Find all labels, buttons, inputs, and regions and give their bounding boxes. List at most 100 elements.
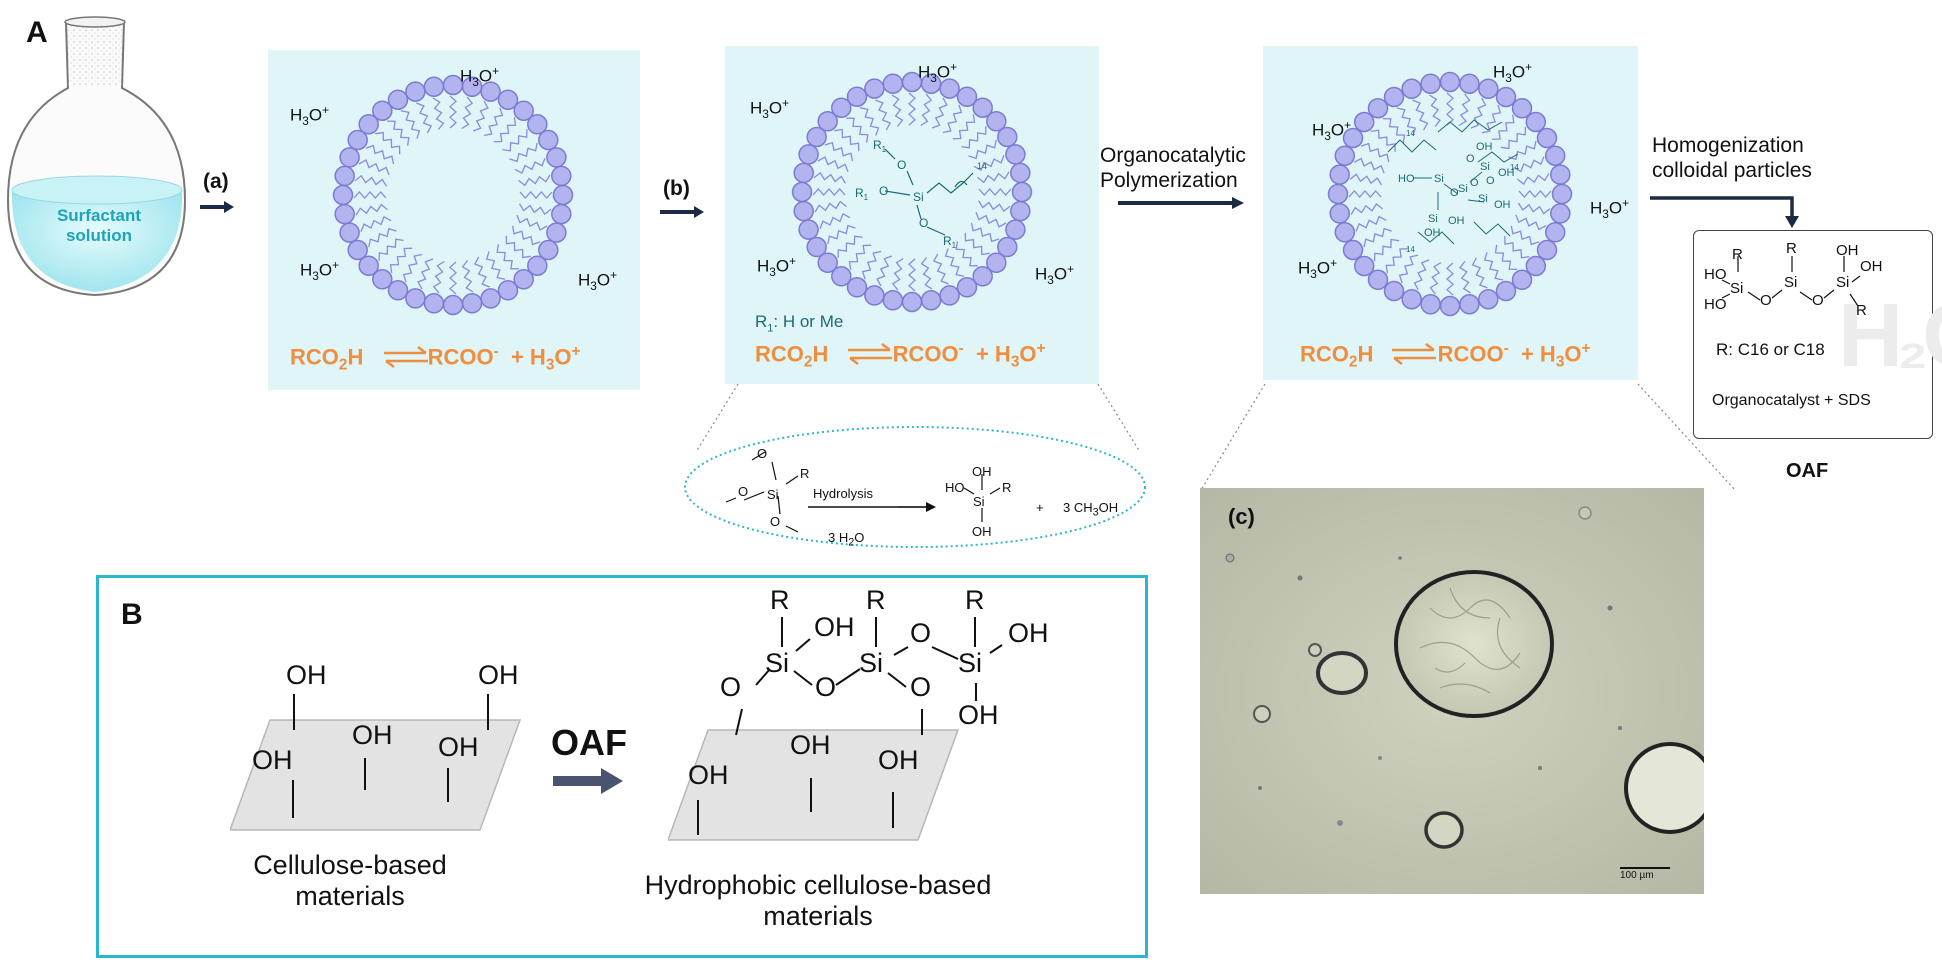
surfactant-head (1495, 86, 1517, 108)
cellulose-oh-3: OH (352, 720, 393, 750)
surfactant-tail (961, 126, 987, 149)
surfactant-tail (975, 211, 1007, 228)
surfactant-head (1536, 127, 1558, 149)
surfactant-head (332, 184, 354, 206)
surfactant-head (920, 290, 942, 311)
surfactant-head (497, 280, 519, 301)
svg-text:Si: Si (1428, 213, 1438, 225)
surfactant-tail (368, 227, 397, 248)
round-bottom-flask-icon (6, 16, 187, 297)
surfactant-tail (1350, 203, 1383, 215)
surfactant-head (334, 203, 355, 225)
hydrolysis-plus: + (1036, 500, 1044, 515)
svg-text:HO: HO (1398, 173, 1415, 185)
hydrolysis-ellipse (684, 426, 1146, 548)
siloxane-o-surface-1: O (720, 672, 742, 702)
surfactant-tail (400, 110, 421, 139)
oaf-o-2: O (1812, 292, 1824, 309)
hydrolysis-arrow-label: Hydrolysis (813, 486, 873, 501)
surfactant-tail (1446, 262, 1454, 296)
hydrolysis-o-bottom: O (770, 514, 781, 529)
surfactant-tail (817, 156, 849, 173)
surfactant-tail (518, 203, 552, 216)
surfactant-tail (1385, 248, 1408, 274)
surfactant-tail (461, 96, 474, 130)
surfactant-head (1478, 288, 1499, 310)
oaf-oh-1: OH (1836, 242, 1859, 259)
oaf-si-1: Si (1730, 280, 1744, 297)
ion-h3o-left: H3O+ (290, 103, 330, 129)
surfactant-head (513, 269, 534, 290)
surfactant-tail (1429, 94, 1441, 127)
surfactant-head (1478, 78, 1499, 100)
oaf-si-3: Si (1836, 274, 1850, 291)
surfactant-tail (1382, 117, 1406, 144)
hydrolysis-oh-top: OH (972, 464, 992, 479)
siloxane-oh-1: OH (814, 612, 855, 642)
surfactant-tail (978, 188, 1012, 196)
surfactant-tail (942, 104, 963, 134)
hydrolysis-ho: HO (945, 480, 965, 495)
surfactant-tail (1355, 215, 1387, 232)
oaf-r-3: R (1856, 302, 1867, 319)
hydrolysis-si-left: Si (767, 487, 779, 502)
surfactant-tail (827, 224, 856, 245)
oaf-r-1: R (1732, 246, 1743, 263)
surfactant-head (1511, 97, 1533, 119)
svg-text:OH: OH (1448, 215, 1465, 227)
svg-text:O: O (1450, 187, 1459, 199)
surfactant-tail (977, 171, 1010, 184)
surfactant-tail (1483, 252, 1504, 281)
ion-h3o-left: H3O+ (750, 96, 790, 122)
surfactant-tail (875, 99, 892, 131)
surfactant-head (538, 239, 559, 261)
oaf-o-1: O (1760, 292, 1772, 309)
micelle-box-3 (1263, 46, 1638, 380)
surfactant-head (1401, 78, 1422, 100)
surfactant-head (1329, 203, 1350, 224)
surfactant-tail (1458, 93, 1471, 127)
hydrolysis-r-right: R (1002, 480, 1012, 495)
svg-text:Si: Si (1458, 183, 1468, 195)
surfactant-head (1010, 200, 1031, 222)
cellulose-surface-left (230, 719, 522, 831)
surfactant-head (846, 277, 868, 298)
step-b-arrow (660, 206, 704, 218)
svg-text:Si: Si (1434, 173, 1444, 185)
oaf-si-2: Si (1784, 274, 1798, 291)
modified-oh-2: OH (790, 730, 831, 760)
surfactant-tail (360, 215, 392, 232)
surfactant-head (901, 291, 923, 313)
svg-text:14: 14 (1406, 129, 1415, 138)
siloxane-o-surface-2: O (910, 672, 932, 702)
surfactant-head (387, 280, 409, 301)
micelle-box-1 (268, 50, 640, 390)
surfactant-tail (1470, 97, 1487, 129)
micrograph-scale-bar: 100 µm (1620, 870, 1654, 881)
oaf-catalyst: Organocatalyst + SDS (1712, 392, 1871, 409)
surfactant-tail (908, 258, 916, 292)
equilibrium-equation-1: RCO2H RCOO- + H3O+ (290, 343, 581, 374)
surfactant-head (1329, 164, 1350, 185)
surfactant-tail (353, 191, 387, 199)
surfactant-tail (1494, 244, 1518, 271)
modified-oh-3: OH (878, 745, 919, 775)
micelle-box-2 (725, 46, 1099, 384)
surfactant-tail (931, 97, 948, 129)
r1-note: R1: H or Me (755, 312, 844, 335)
surfactant-head (1459, 294, 1480, 315)
surfactant-head (997, 236, 1018, 258)
surfactant-tail (449, 261, 457, 295)
surfactant-tail (1413, 259, 1430, 291)
micelle-empty (332, 74, 574, 316)
surfactant-tail (389, 247, 413, 273)
surfactant-head (1367, 269, 1389, 291)
surfactant-head (1353, 255, 1375, 277)
surfactant-head (1334, 145, 1356, 166)
hydrolysis-water: 3 H2O (828, 530, 865, 549)
oaf-caption: OAF (1786, 460, 1829, 482)
surfactant-head (1420, 73, 1441, 94)
hydrolysis-r-left: R (800, 466, 810, 481)
surfactant-tail (1348, 190, 1382, 198)
